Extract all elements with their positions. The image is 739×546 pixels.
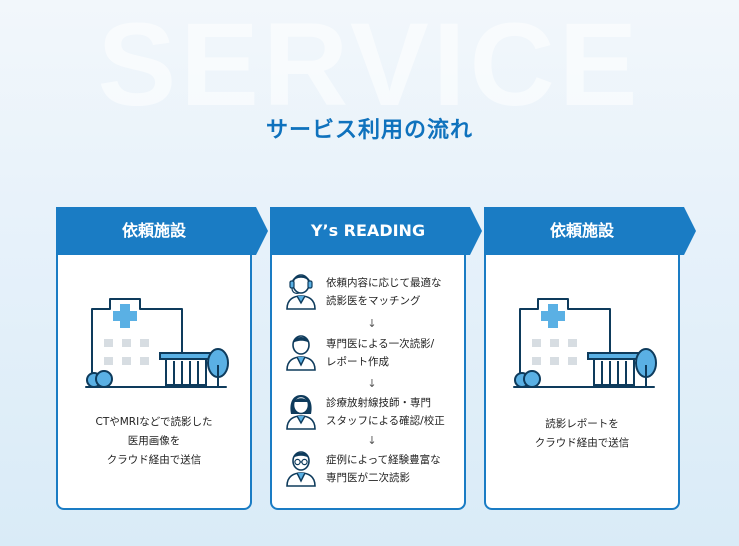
card-caption: CTやMRIなどで読影した 医用画像を クラウド経由で送信	[56, 413, 252, 470]
flow-step-text: 依頼内容に応じて最適な 読影医をマッチング	[326, 274, 442, 310]
operator-headset-icon	[286, 274, 316, 310]
caption-line: クラウド経由で送信	[534, 437, 630, 449]
down-arrow-icon: ↓	[367, 377, 377, 390]
card-header-label: 依頼施設	[549, 221, 614, 240]
caption-line: 医用画像を	[127, 435, 181, 447]
flow-step-review: 診療放射線技師・専門 スタッフによる確認/校正	[284, 390, 464, 434]
down-arrow-icon: ↓	[367, 434, 377, 447]
card-requesting-facility-receive: 依頼施設 読影レポートを クラウド経	[484, 207, 696, 510]
step-line: スタッフによる確認/校正	[326, 415, 445, 427]
card-header: 依頼施設	[484, 207, 696, 255]
flow-step-matching: 依頼内容に応じて最適な 読影医をマッチング	[284, 270, 464, 314]
flow-step-primary-reading: 専門医による一次読影/ レポート作成	[284, 331, 464, 375]
step-line: 読影医をマッチング	[326, 295, 421, 307]
background-word: SERVICE	[97, 0, 642, 131]
flow-step-text: 専門医による一次読影/ レポート作成	[326, 335, 434, 371]
card-requesting-facility-send: 依頼施設 CTやMRIなどで読影した	[56, 207, 268, 510]
technician-icon	[286, 395, 316, 430]
caption-line: 読影レポートを	[545, 418, 619, 430]
card-header-label: Y’s READING	[310, 221, 426, 240]
flow-step-secondary-reading: 症例によって経験豊富な 専門医が二次読影	[284, 447, 464, 491]
section-title: サービス利用の流れ	[265, 118, 473, 143]
doctor-icon	[286, 335, 316, 371]
step-line: 診療放射線技師・専門	[326, 397, 431, 409]
card-header: 依頼施設	[56, 207, 268, 255]
senior-doctor-icon	[286, 451, 316, 487]
card-caption: 読影レポートを クラウド経由で送信	[484, 415, 680, 453]
step-line: 症例によって経験豊富な	[326, 454, 441, 466]
hospital-building-icon	[84, 295, 230, 399]
step-line: 専門医が二次読影	[326, 472, 410, 484]
step-line: 専門医による一次読影/	[326, 338, 435, 350]
hospital-building-icon	[512, 295, 658, 399]
card-ys-reading: Y’s READING 依頼内容に応じて最適な 読影医をマッチング ↓ 専門医に…	[270, 207, 482, 510]
flow-step-text: 症例によって経験豊富な 専門医が二次読影	[326, 451, 441, 487]
card-header-label: 依頼施設	[121, 221, 186, 240]
flow-step-text: 診療放射線技師・専門 スタッフによる確認/校正	[326, 394, 445, 430]
card-header: Y’s READING	[270, 207, 482, 255]
down-arrow-icon: ↓	[367, 317, 377, 330]
caption-line: クラウド経由で送信	[106, 454, 202, 466]
caption-line: CTやMRIなどで読影した	[95, 416, 213, 428]
step-line: レポート作成	[326, 356, 389, 368]
step-line: 依頼内容に応じて最適な	[326, 277, 442, 289]
